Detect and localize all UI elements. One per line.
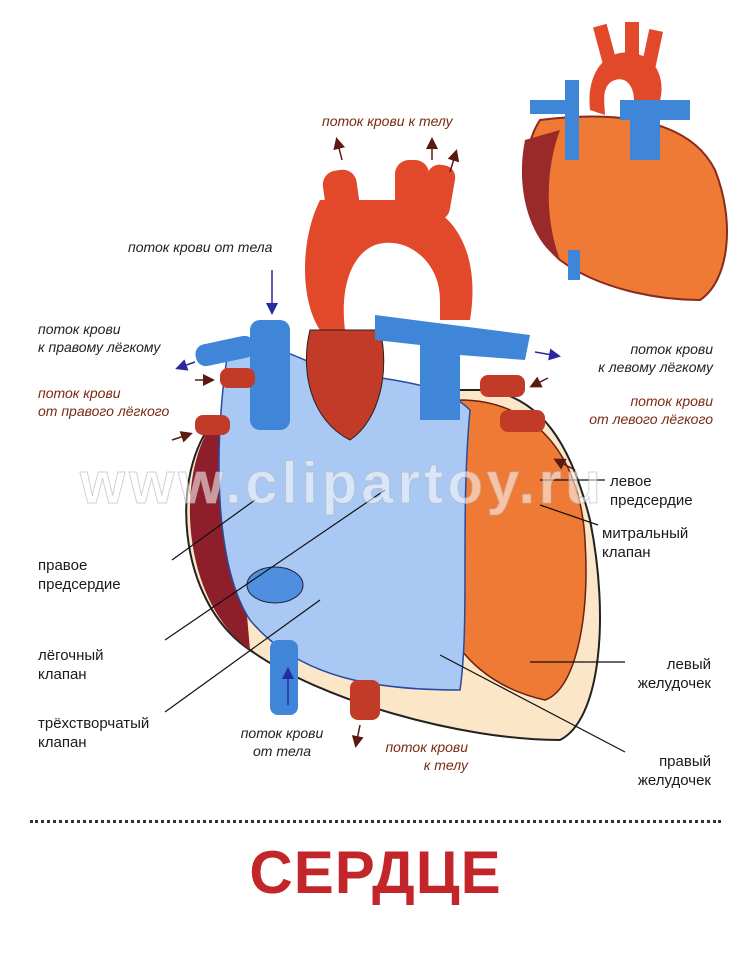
watermark: www.clipartoy.ru bbox=[80, 451, 605, 517]
flow-text: к телу bbox=[423, 757, 468, 773]
flow-to-left-lung: поток крови к левому лёгкому bbox=[598, 340, 713, 376]
flow-text: поток крови bbox=[240, 725, 324, 741]
flow-text: поток крови bbox=[38, 321, 121, 337]
flow-text: поток крови bbox=[630, 341, 713, 357]
label-text: левое bbox=[610, 473, 652, 490]
label-text: трёхстворчатый bbox=[38, 715, 150, 732]
leader-lines bbox=[164, 479, 626, 753]
flow-text: от тела bbox=[252, 743, 311, 759]
label-text: правое bbox=[38, 557, 88, 574]
label-text: клапан bbox=[38, 734, 87, 751]
small-heart-illustration bbox=[521, 22, 728, 302]
main-heart-illustration bbox=[185, 160, 601, 742]
label-text: желудочек bbox=[637, 675, 711, 692]
label-left-atrium: левое предсердие bbox=[610, 472, 693, 510]
flow-from-left-lung: поток крови от левого лёгкого bbox=[589, 392, 713, 428]
label-text: клапан bbox=[38, 666, 87, 683]
label-text: предсердие bbox=[610, 492, 693, 509]
flow-to-right-lung: поток крови к правому лёгкому bbox=[38, 320, 160, 356]
label-text: лёгочный bbox=[38, 647, 104, 664]
label-left-ventricle: левый желудочек bbox=[638, 655, 711, 693]
flow-text: поток крови bbox=[630, 393, 713, 409]
flow-to-body-bottom: поток крови к телу bbox=[368, 738, 468, 774]
flow-text: поток крови bbox=[385, 739, 468, 755]
label-text: клапан bbox=[602, 544, 651, 561]
label-right-atrium: правое предсердие bbox=[38, 556, 121, 594]
flow-text: к правому лёгкому bbox=[38, 339, 161, 355]
label-text: желудочек bbox=[637, 772, 711, 789]
flow-to-body-top: поток крови к телу bbox=[322, 113, 453, 129]
label-text: предсердие bbox=[38, 576, 121, 593]
label-text: левый bbox=[666, 656, 711, 673]
label-pulmonary-valve: лёгочный клапан bbox=[38, 646, 104, 684]
label-mitral-valve: митральный клапан bbox=[602, 524, 688, 562]
flow-text: от левого лёгкого bbox=[589, 411, 713, 427]
label-tricuspid-valve: трёхстворчатый клапан bbox=[38, 714, 149, 752]
dotted-divider bbox=[30, 820, 721, 823]
label-right-ventricle: правый желудочек bbox=[638, 752, 711, 790]
flow-from-right-lung: поток крови от правого лёгкого bbox=[38, 384, 169, 420]
flow-arrows bbox=[171, 137, 576, 748]
flow-text: от правого лёгкого bbox=[38, 403, 170, 419]
flow-from-body-bottom: поток крови от тела bbox=[232, 724, 332, 760]
label-text: правый bbox=[659, 753, 711, 770]
label-text: митральный bbox=[602, 525, 689, 542]
flow-text: поток крови bbox=[38, 385, 121, 401]
flow-text: к левому лёгкому bbox=[598, 359, 713, 375]
page-title: СЕРДЦЕ bbox=[249, 839, 502, 906]
flow-from-body-top: поток крови от тела bbox=[128, 239, 273, 255]
